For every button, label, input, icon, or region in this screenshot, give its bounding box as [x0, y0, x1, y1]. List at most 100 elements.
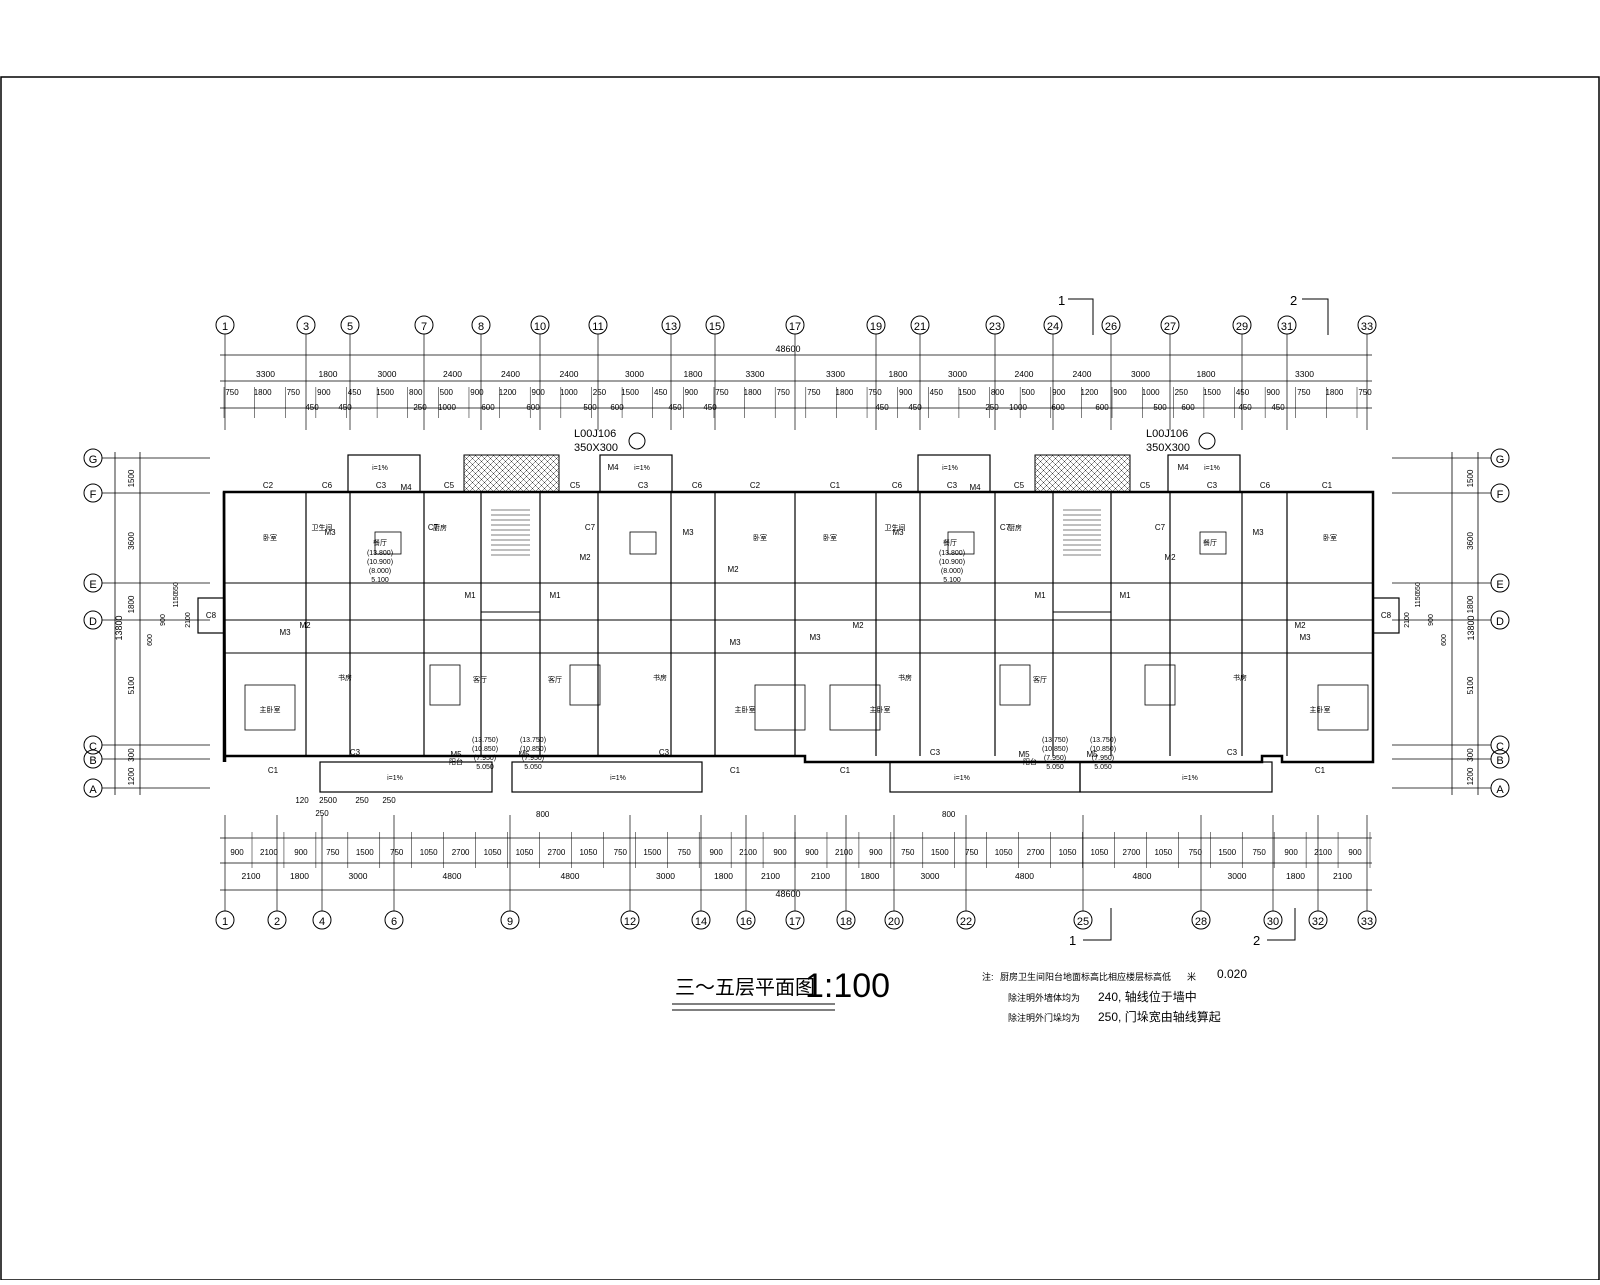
axis-label-right-A: A [1496, 784, 1504, 796]
hatch-line [463, 461, 495, 493]
axis-label-top-23: 23 [989, 321, 1001, 333]
hatch-line [463, 454, 489, 480]
axis-bubble-right-G [1490, 448, 1510, 468]
furniture [999, 664, 1031, 706]
dim-bottom-row1: 1050 [1059, 848, 1077, 857]
hatch-line [1034, 455, 1072, 493]
dim-bottom-row2: 2100 [761, 871, 780, 881]
window-tag: C3 [376, 481, 387, 490]
furniture [754, 684, 806, 731]
axis-bubble-top-7 [414, 315, 434, 335]
dim-top-row2: 450 [348, 388, 362, 397]
elevation-label: (13.750) [472, 737, 498, 744]
axis-label-top-15: 15 [709, 321, 721, 333]
hatch-line [1034, 485, 1042, 493]
axis-bubble-bottom-22 [956, 910, 976, 930]
furniture [1144, 664, 1176, 706]
dim-bottom-row2: 3000 [1228, 871, 1247, 881]
room-label: 主卧室 [1310, 705, 1331, 714]
dim-top-row2: 900 [470, 388, 484, 397]
dim-balcony: 2500 [319, 796, 337, 805]
room-label: 厨房 [1008, 523, 1022, 532]
total-width-bottom: 48600 [775, 889, 800, 899]
axis-bubble-top-13 [661, 315, 681, 335]
room-label: 阳台 [1023, 757, 1037, 766]
hatch-line [540, 454, 560, 474]
hatch-line [528, 454, 560, 486]
dim-top-row3: 600 [1181, 403, 1195, 412]
dim-left-inner: 900 [160, 614, 167, 626]
slope-mark: i=1% [942, 465, 958, 472]
total-depth-right: 13800 [1466, 615, 1476, 640]
axis-grid [102, 334, 1491, 911]
dim-top-row2: 800 [991, 388, 1005, 397]
dim-left: 1200 [127, 767, 136, 785]
hatch-line [1057, 454, 1096, 493]
dim-top-row2: 750 [777, 388, 791, 397]
hatch-line [546, 479, 560, 493]
slope-mark: i=1% [634, 465, 650, 472]
door-tag: M4 [400, 483, 412, 492]
axis-bubble-bottom-25 [1073, 910, 1093, 930]
hatch-line [1111, 454, 1131, 474]
axis-label-left-B: B [89, 755, 96, 767]
axis-bubble-top-29 [1232, 315, 1252, 335]
hatch-line [1034, 454, 1060, 480]
dim-top-row1: 3000 [948, 369, 967, 379]
dim-bottom-row2: 1800 [714, 871, 733, 881]
dim-top-row1: 3300 [746, 369, 765, 379]
drawing-title: 三～五层平面图 [675, 975, 815, 999]
door-tag: M5 [1086, 750, 1098, 759]
window-tag: C6 [1260, 481, 1271, 490]
dim-top-row1: 1800 [684, 369, 703, 379]
dim-right: 5100 [1466, 676, 1475, 694]
dim-top-row3: 600 [526, 403, 540, 412]
dim-top-row2: 1000 [1142, 388, 1160, 397]
axis-bubble-right-A [1490, 778, 1510, 798]
axis-bubble-bottom-30 [1263, 910, 1283, 930]
axis-bubble-left-F [83, 483, 103, 503]
elevation-label: (10.850) [1090, 746, 1116, 753]
axis-bubble-top-24 [1043, 315, 1063, 335]
hatch-line [546, 454, 560, 468]
hatch-line [1034, 467, 1060, 493]
room-label: 书房 [338, 673, 352, 682]
dim-left: 300 [127, 748, 136, 762]
dim-top-row1: 3000 [625, 369, 644, 379]
dim-top-row1: 3000 [378, 369, 397, 379]
dim-top-row2: 500 [1021, 388, 1035, 397]
hatch-line [1123, 454, 1131, 462]
axis-bubble-right-E [1490, 573, 1510, 593]
hatch-line [463, 454, 495, 486]
hatch-line [528, 461, 560, 493]
hatch-line [463, 454, 471, 462]
axis-label-left-F: F [90, 489, 97, 501]
axis-bubble-left-C [83, 735, 103, 755]
hatch-line [1081, 454, 1120, 493]
dim-top-row2: 750 [1297, 388, 1311, 397]
dim-bottom-row1: 900 [869, 848, 883, 857]
balcony-bottom [1079, 761, 1273, 793]
note-1-unit: 米 [1187, 971, 1196, 982]
dim-right: 1800 [1466, 595, 1475, 613]
slope-mark: i=1% [387, 775, 403, 782]
axis-label-bottom-17: 17 [789, 916, 801, 928]
axis-label-right-B: B [1496, 755, 1503, 767]
dim-top-row1: 2400 [443, 369, 462, 379]
room-label: 厨房 [433, 523, 447, 532]
dim-bottom-row1: 2700 [1123, 848, 1141, 857]
balcony-top [917, 454, 991, 493]
section-mark-1-top: 1 [1058, 293, 1094, 335]
door-tag: M3 [729, 638, 741, 647]
axis-bubble-top-15 [705, 315, 725, 335]
window-tag: C7 [428, 523, 439, 532]
door-tag: M5 [518, 750, 530, 759]
dim-top-row2: 900 [532, 388, 546, 397]
door-tag: M3 [809, 633, 821, 642]
elevation-label: (7.950) [474, 755, 496, 762]
dim-bottom-row1: 1050 [995, 848, 1013, 857]
room-label: 餐厅 [1203, 538, 1217, 547]
elevation-label-upper: (10.900) [939, 559, 965, 566]
